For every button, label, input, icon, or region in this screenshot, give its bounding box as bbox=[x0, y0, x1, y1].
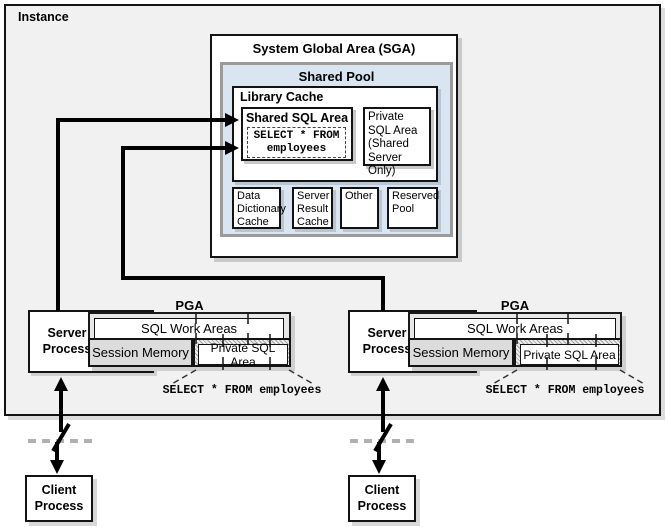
reserved-pool-box: Reserved Pool bbox=[387, 187, 440, 229]
query-text-left: SELECT * FROM employees bbox=[162, 384, 322, 397]
client-process-left-box: Client Process bbox=[25, 475, 93, 522]
private-sql-area-shared-box: Private SQL Area (Shared Server Only) bbox=[363, 107, 431, 177]
sql-work-areas-left: SQL Work Areas bbox=[94, 318, 284, 339]
private-sql-area-left: Private SQL Area bbox=[193, 338, 291, 369]
private-sql-area-left-label: Private SQL Area bbox=[198, 341, 288, 369]
server-result-cache-label: Server Result Cache bbox=[297, 190, 330, 228]
pga-left-label: PGA bbox=[175, 298, 204, 313]
sga-title: System Global Area (SGA) bbox=[252, 41, 416, 56]
session-memory-right: Session Memory bbox=[408, 338, 514, 367]
shared-sql-area-title: Shared SQL Area bbox=[245, 111, 349, 125]
library-cache-title: Library Cache bbox=[240, 90, 324, 104]
reserved-pool-label: Reserved Pool bbox=[392, 190, 440, 215]
shared-pool-title: Shared Pool bbox=[298, 69, 375, 84]
query-text-right: SELECT * FROM employees bbox=[485, 384, 645, 397]
shared-sql-area-box: Shared SQL Area SELECT * FROM employees bbox=[241, 107, 353, 161]
client-server-link-right-down-arrowhead bbox=[372, 460, 386, 474]
server-process-right-label: Server Process bbox=[362, 325, 412, 356]
data-dictionary-cache-box: Data Dictionary Cache bbox=[232, 187, 286, 229]
server-result-cache-box: Server Result Cache bbox=[292, 187, 333, 229]
private-sql-area-right-label: Private SQL Area bbox=[520, 344, 619, 365]
other-label: Other bbox=[345, 190, 373, 202]
server-process-left-label: Server Process bbox=[42, 325, 92, 356]
sql-work-areas-right: SQL Work Areas bbox=[414, 318, 616, 339]
client-process-right-box: Client Process bbox=[348, 475, 416, 522]
private-sql-area-shared-label: Private SQL Area (Shared Server Only) bbox=[368, 111, 418, 178]
pga-right-label: PGA bbox=[500, 298, 530, 313]
sql-statement-box: SELECT * FROM employees bbox=[247, 127, 346, 158]
data-dictionary-cache-label: Data Dictionary Cache bbox=[237, 190, 286, 228]
client-server-link-left-down-arrowhead bbox=[50, 460, 64, 474]
private-sql-area-right: Private SQL Area bbox=[514, 338, 622, 367]
instance-label: Instance bbox=[18, 10, 69, 24]
session-memory-left: Session Memory bbox=[88, 338, 193, 367]
other-box: Other bbox=[340, 187, 379, 229]
